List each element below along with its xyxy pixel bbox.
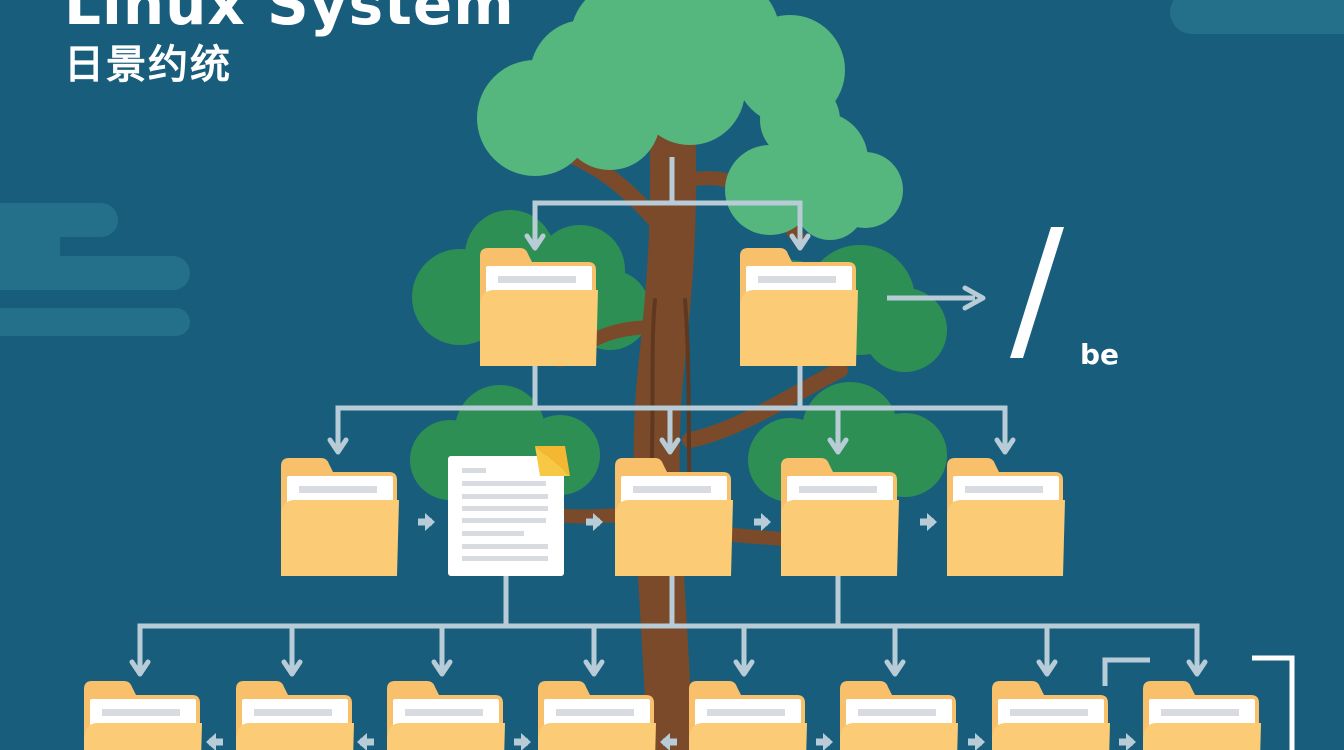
folder-L3-3[interactable] [387,681,505,750]
folder-L1-1[interactable] [480,248,598,366]
folder-L2-5[interactable] [947,458,1065,576]
folder-L3-8[interactable] [1143,681,1261,750]
folder-L2-3[interactable] [615,458,733,576]
connectors-level-3 [137,576,1200,686]
folder-L1-2[interactable] [740,248,858,366]
folder-L3-5[interactable] [689,681,807,750]
background-decor [0,0,1344,336]
folder-L3-2[interactable] [236,681,354,750]
folder-L3-7[interactable] [992,681,1110,750]
folder-L3-4[interactable] [538,681,656,750]
tree-canopy [477,0,903,240]
folder-L3-6[interactable] [840,681,958,750]
document-icon[interactable] [448,446,570,576]
bracket-decor [1252,655,1295,750]
connectors-level-1 [532,157,803,245]
root-slash-icon [1010,227,1064,358]
folder-L2-4[interactable] [781,458,899,576]
side-label: be [1080,338,1120,371]
title-chinese: 日景约统 [64,42,232,88]
folder-L3-1[interactable] [84,681,202,750]
arrow-right-icon [887,285,986,311]
title-english: Linux System [64,0,515,38]
connectors-level-2 [335,366,1008,448]
folder-L2-1[interactable] [281,458,399,576]
